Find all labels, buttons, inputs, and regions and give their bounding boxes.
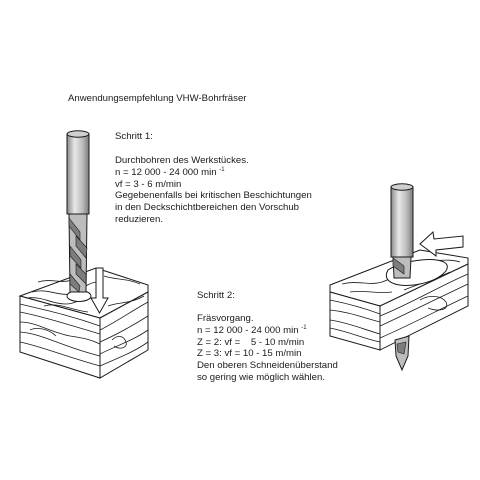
step2-speed: n = 12 000 - 24 000 min -1: [197, 325, 338, 337]
step2-heading: Schritt 2:: [197, 290, 235, 301]
step2-block-right-face: [379, 263, 469, 351]
step1-note1: Gegebenenfalls bei kritischen Beschichtu…: [115, 190, 312, 202]
arrow-down-icon: [90, 267, 109, 315]
step1-line1: Durchbohren des Werkstückes.: [115, 155, 249, 166]
step2-tool: [390, 183, 414, 372]
arrow-left-icon: [419, 230, 464, 257]
step1-heading: Schritt 1:: [115, 131, 153, 142]
step1-feed: vf = 3 - 6 m/min: [115, 178, 182, 190]
step1-speed-exponent: -1: [219, 166, 225, 173]
step2-z2: Z = 2: vf = 5 - 10 m/min: [197, 336, 305, 348]
step2-line1: Fräsvorgang.: [197, 313, 254, 324]
step1-tool: [66, 130, 90, 293]
step1-speed-text: n = 12 000 - 24 000 min: [115, 166, 217, 178]
step2-note2: so gering wie möglich wählen.: [197, 371, 325, 383]
page-title: Anwendungsempfehlung VHW-Bohrfräser: [68, 93, 247, 104]
step1-note3: reduzieren.: [115, 213, 163, 225]
step1-speed: n = 12 000 - 24 000 min -1: [115, 167, 312, 179]
step2-note1: Den oberen Schneidenüberstand: [197, 360, 338, 372]
step2-speed-exponent: -1: [301, 324, 307, 331]
step2-z3: Z = 3: vf = 10 - 15 m/min: [197, 348, 302, 360]
step2-description: Fräsvorgang. n = 12 000 - 24 000 min -1 …: [197, 313, 338, 384]
step1-description: Durchbohren des Werkstückes. n = 12 000 …: [115, 155, 312, 226]
step2-speed-text: n = 12 000 - 24 000 min: [197, 324, 299, 336]
step1-workpiece: [18, 267, 149, 379]
step1-note2: in den Deckschichtbereichen den Vorschub: [115, 202, 299, 214]
